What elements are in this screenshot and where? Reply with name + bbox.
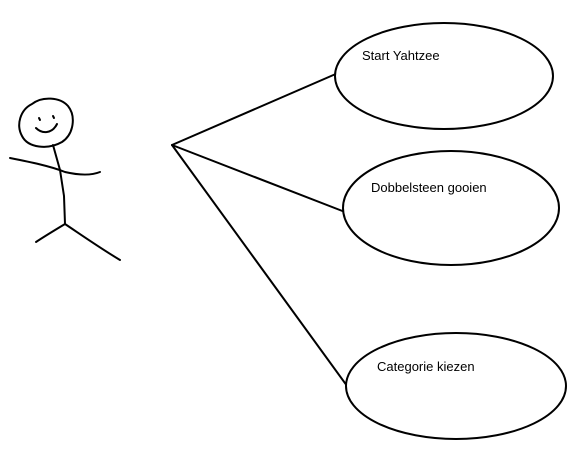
use-case-ellipse <box>342 150 560 266</box>
association-line-dobbelsteen-gooien <box>171 144 346 213</box>
actor-right-leg <box>64 223 121 261</box>
use-case-label: Start Yahtzee <box>362 48 440 63</box>
use-case-label: Dobbelsteen gooien <box>371 180 487 195</box>
use-case-ellipse <box>334 22 554 130</box>
association-line-categorie-kiezen <box>171 144 351 391</box>
actor-arms <box>9 157 101 176</box>
use-case-categorie-kiezen: Categorie kiezen <box>345 332 567 440</box>
associations <box>171 72 351 391</box>
actor-left-eye <box>38 117 41 121</box>
actor-smile <box>35 123 58 134</box>
actor-body <box>52 144 66 225</box>
association-line-start-yahtzee <box>171 72 339 146</box>
actor-right-eye <box>52 115 55 119</box>
use-case-start-yahtzee: Start Yahtzee <box>334 22 554 130</box>
use-case-dobbelsteen-gooien: Dobbelsteen gooien <box>342 150 560 266</box>
use-case-label: Categorie kiezen <box>377 359 475 374</box>
use-case-ellipse <box>345 332 567 440</box>
actor-figure <box>9 97 121 261</box>
actor-left-leg <box>35 223 66 243</box>
actor-head <box>18 97 74 148</box>
